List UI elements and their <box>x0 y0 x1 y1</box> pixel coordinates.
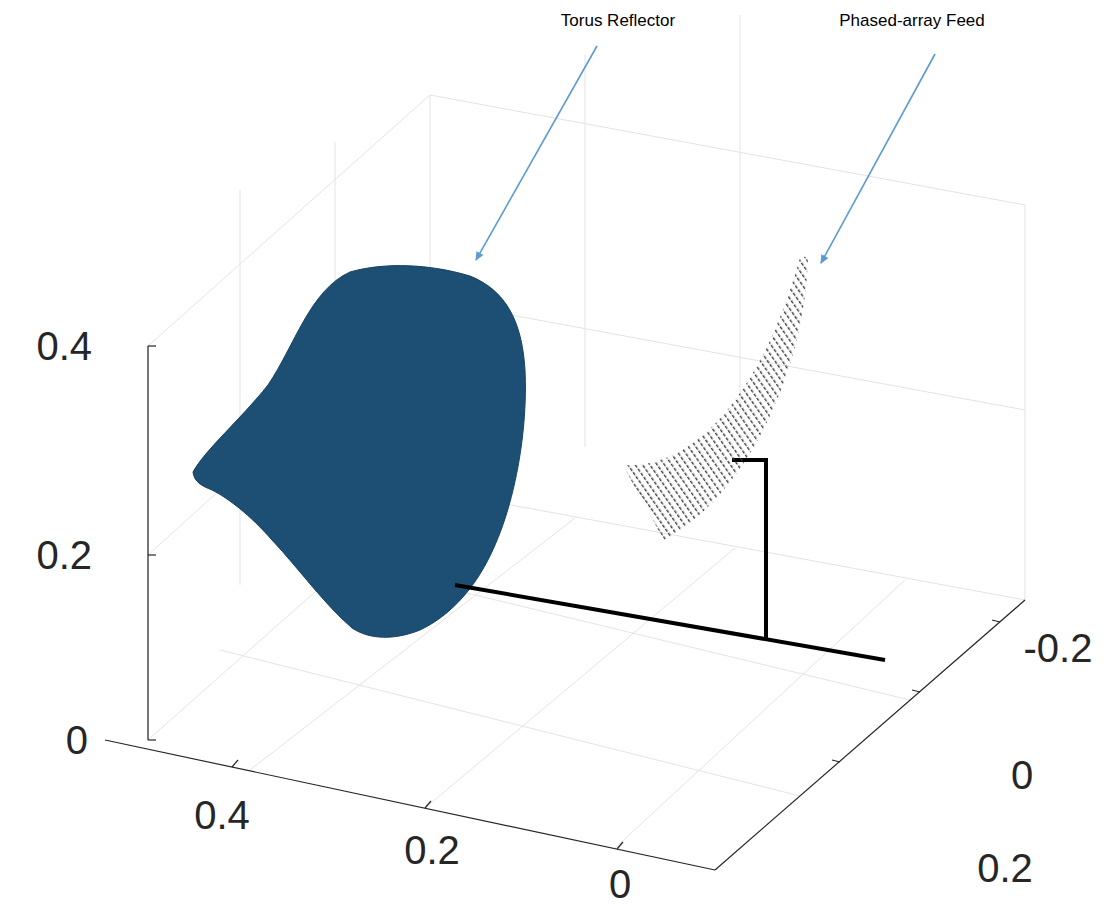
y-tick-label: -0.2 <box>1024 628 1093 668</box>
z-tick-label: 0.2 <box>36 535 92 575</box>
z-tick-label: 0 <box>66 720 88 760</box>
z-tick-label: 0.4 <box>36 326 92 366</box>
x-tick-label: 0 <box>609 864 631 904</box>
callout-leader <box>476 46 935 263</box>
y-tick-label: 0.2 <box>977 848 1033 888</box>
torus-reflector <box>193 266 525 638</box>
callout-label: Torus Reflector <box>561 12 675 29</box>
grid-lines <box>148 15 1025 848</box>
y-tick-label: 0 <box>1011 755 1033 795</box>
x-tick-label: 0.2 <box>404 830 460 870</box>
x-tick-label: 0.4 <box>194 795 250 835</box>
phased-array-feed <box>623 256 808 540</box>
callout-label: Phased-array Feed <box>839 12 985 29</box>
